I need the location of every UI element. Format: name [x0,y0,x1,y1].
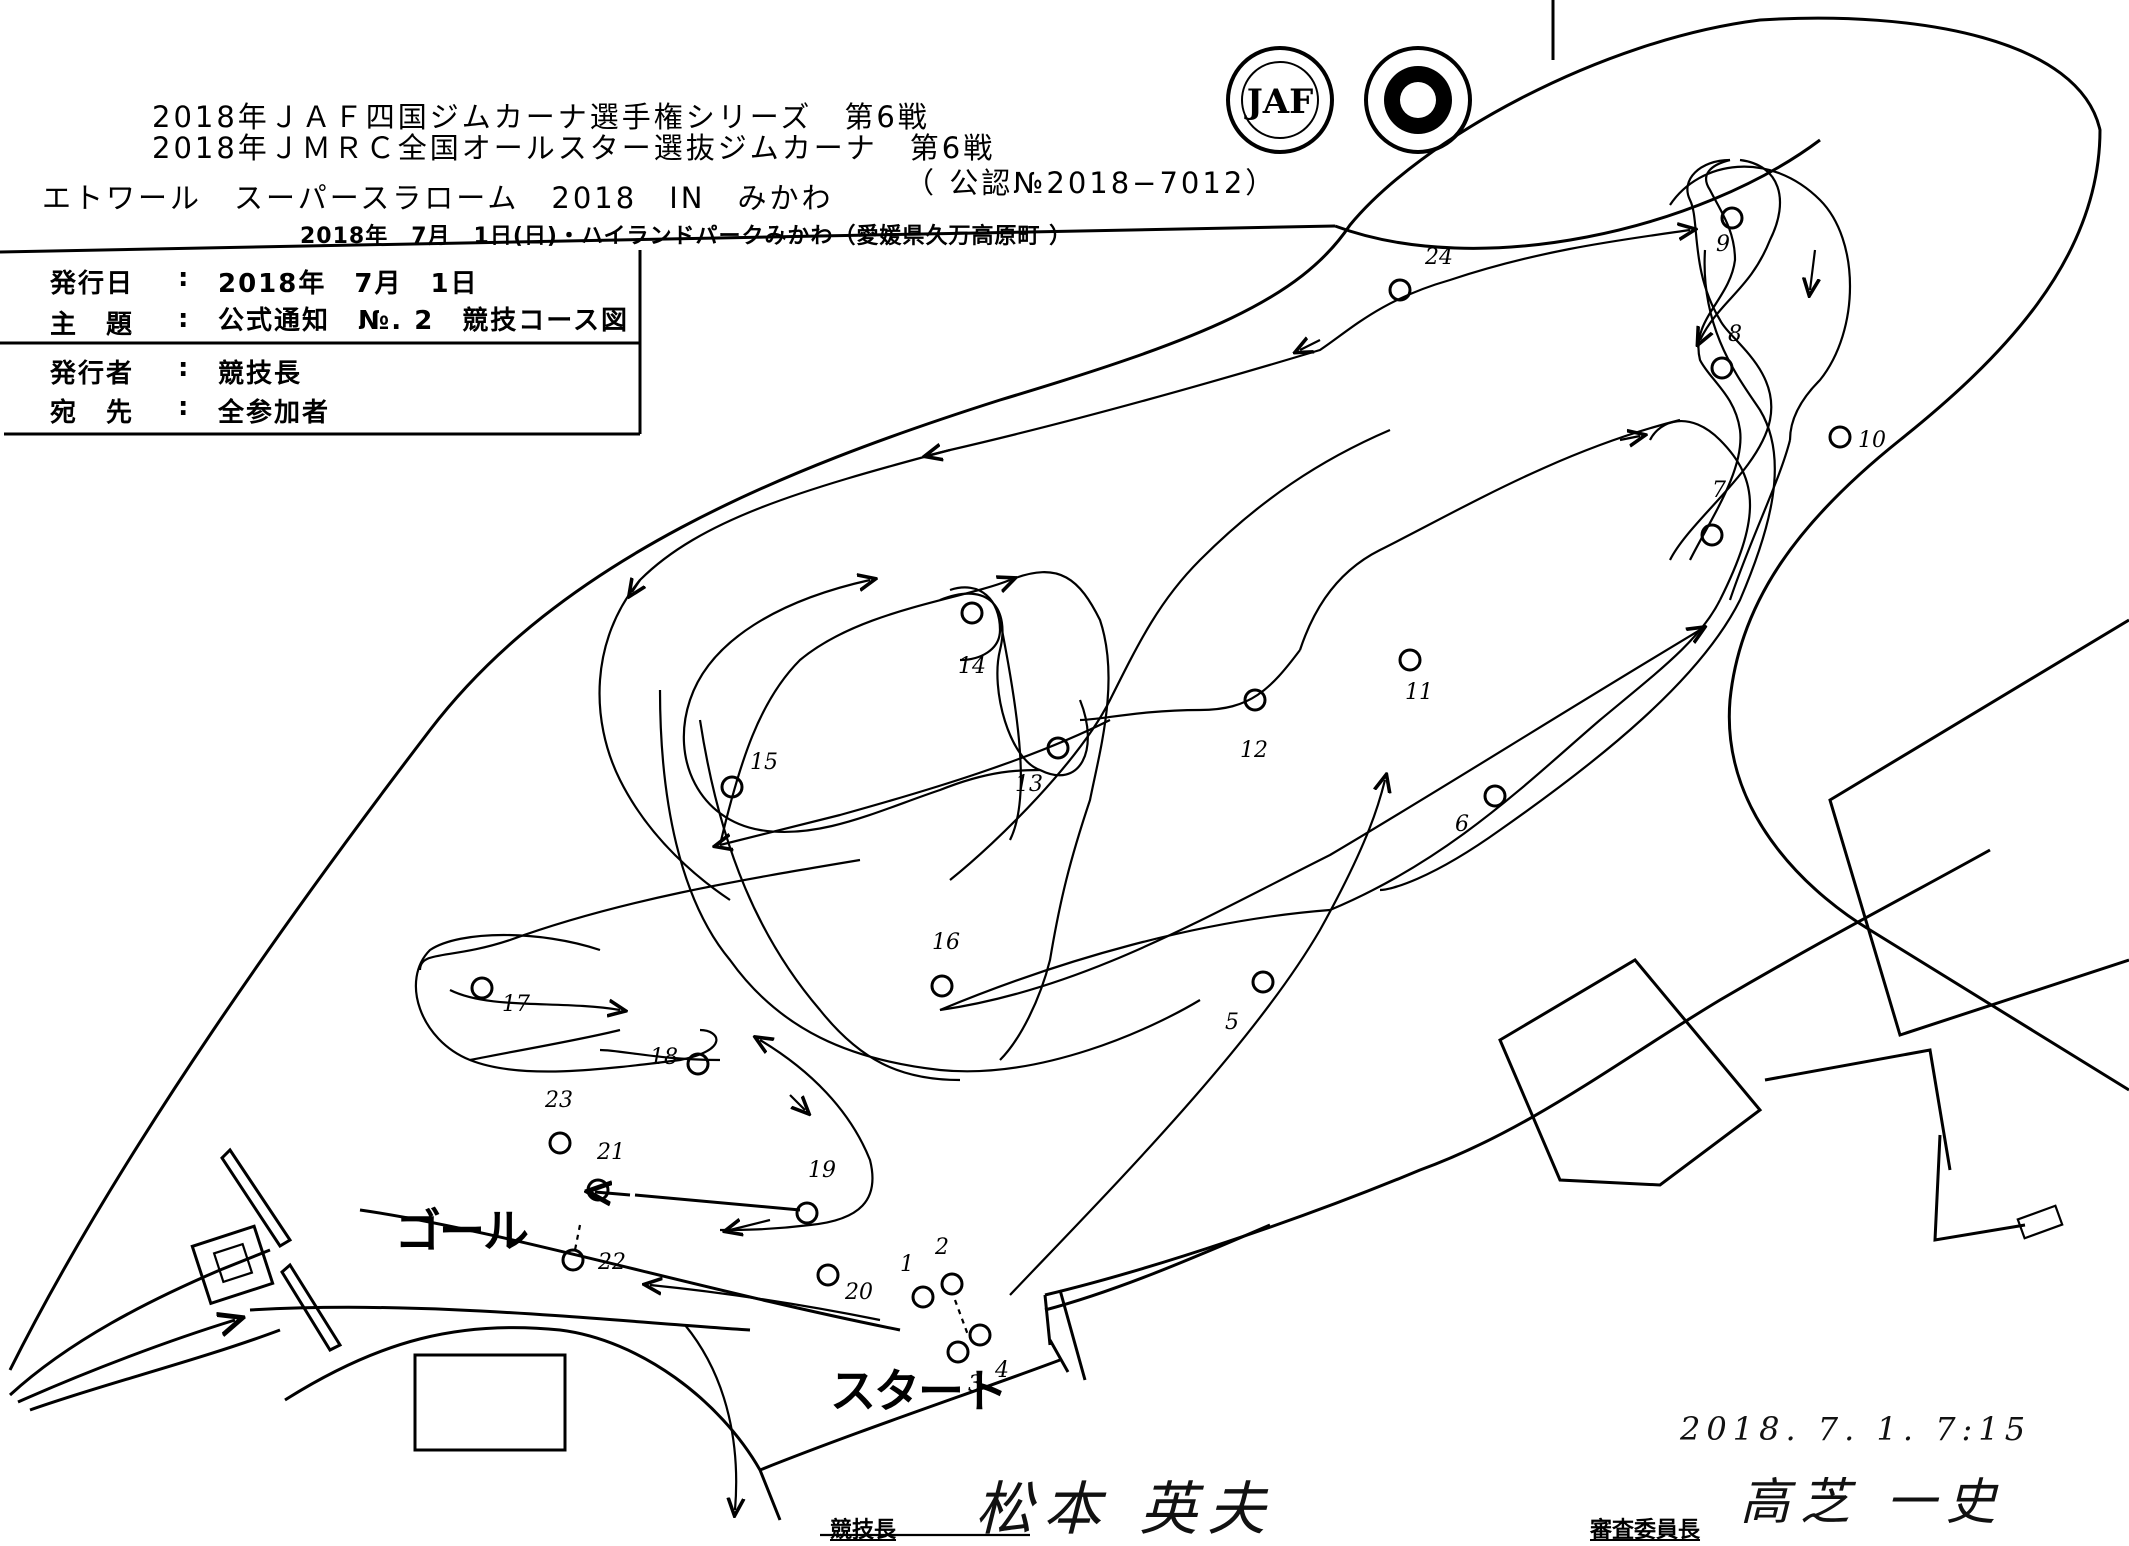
pylon-12 [1243,688,1267,712]
pylon-label-14: 14 [958,654,986,679]
pylon-label-17: 17 [502,992,530,1017]
meta-colon: : [178,353,191,383]
pylon-label-20: 20 [845,1280,873,1305]
pylon-10 [1828,425,1852,449]
event-title: エトワール スーパースラローム 2018 IN みかわ [42,181,834,215]
pylon-label-1: 1 [900,1252,914,1277]
pylon-label-22: 22 [598,1250,626,1275]
director-title: 競技長 [830,1518,897,1543]
steward-title: 審査委員長 [1590,1518,1701,1543]
pylon-label-11: 11 [1405,680,1433,705]
pylon-15 [720,775,744,799]
steward-signature: 高芝 一史 [1740,1473,2006,1531]
series-title-line1: 2018年ＪＡＦ四国ジムカーナ選手権シリーズ 第6戦 [152,100,930,134]
pylon-label-8: 8 [1728,322,1742,347]
pylon-label-16: 16 [932,930,960,955]
meta-box-lines [0,0,1555,436]
permit-number: （ 公認№2018−7012） [905,166,1278,200]
pylon-label-6: 6 [1455,812,1469,837]
series-title-line2: 2018年ＪＭＲＣ全国オールスター選抜ジムカーナ 第6戦 [152,131,996,165]
pylon-22 [561,1248,585,1272]
meta-value-subject: 公式通知 №. 2 競技コース図 [218,306,630,336]
pylon-23 [548,1131,572,1155]
meta-colon: : [178,392,191,422]
pylon-label-7: 7 [1712,478,1726,503]
jaf-logo: JAF [1226,46,1334,154]
pylon-7 [1700,523,1724,547]
pylon-label-12: 12 [1240,738,1268,763]
meta-value-recipient: 全参加者 [218,398,331,428]
pylon-label-10: 10 [1858,428,1886,453]
meta-value-issuer: 競技長 [218,359,303,389]
entrance-gate [8,1147,343,1412]
course-path [414,158,1851,1336]
pylon-label-24: 24 [1425,245,1453,270]
pylon-label-18: 18 [650,1045,678,1070]
pylon-6 [1483,784,1507,808]
director-signature: 松本 英夫 [975,1475,1276,1543]
goal-label: ゴール [395,1204,529,1258]
site-boundary [8,16,2129,1371]
meta-colon: : [178,263,191,293]
pylon-4 [968,1323,992,1347]
pylon-9 [1720,206,1744,230]
pylon-label-4: 4 [995,1358,1009,1383]
pylon-20 [816,1263,840,1287]
meta-label-recipient: 宛 先 [50,398,135,428]
issue-datetime: 2018. 7. 1. 7:15 [1680,1410,2032,1448]
pylon-1 [911,1285,935,1309]
pylon-18 [686,1052,710,1076]
start-label: スタート [830,1364,1008,1418]
pylon-label-13: 13 [1015,772,1043,797]
pylons [470,206,1852,1364]
access-road [249,848,1991,1521]
meta-value-issue-date: 2018年 7月 1日 [218,269,479,299]
pylon-label-5: 5 [1225,1010,1239,1035]
pylon-24 [1388,278,1412,302]
pylon-19 [795,1201,819,1225]
pylon-16 [930,974,954,998]
meta-label-subject: 主 題 [50,310,135,340]
pylon-8 [1710,356,1734,380]
pylon-label-9: 9 [1716,232,1730,257]
pylon-5 [1251,970,1275,994]
meta-colon: : [178,304,191,334]
pylon-3 [946,1340,970,1364]
meta-label-issue-date: 発行日 [50,269,135,299]
building-right [1498,958,2064,1242]
pylon-13 [1046,736,1070,760]
jmrc-seal [1364,46,1472,154]
pylon-label-23: 23 [545,1088,573,1113]
pylon-17 [470,976,494,1000]
svg-text:JAF: JAF [1244,82,1314,122]
pylon-14 [960,601,984,625]
pylon-label-2: 2 [935,1235,949,1260]
pylon-11 [1398,648,1422,672]
pylon-label-19: 19 [808,1158,836,1183]
pylon-2 [940,1272,964,1296]
pylon-label-3: 3 [968,1372,982,1397]
pylon-label-21: 21 [597,1140,625,1165]
meta-label-issuer: 発行者 [50,359,135,389]
pylon-21 [586,1178,610,1202]
pylon-label-15: 15 [750,750,778,775]
